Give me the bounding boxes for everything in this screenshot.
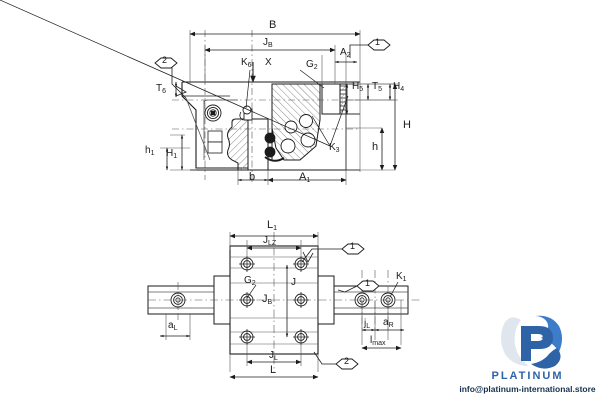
dim-label-K6: K6 (241, 57, 252, 70)
dim-label-G2: G2 (306, 59, 318, 72)
dim-label-h1: h1 (145, 145, 155, 158)
callout-2-plan: 2 (344, 356, 350, 366)
dim-label-H: H (403, 119, 411, 131)
dim-label-X: X (265, 57, 272, 68)
brand-name: PLATINUM (491, 370, 564, 382)
dim-label-H1: H1 (166, 148, 178, 161)
dim-label-JB: JB (263, 37, 273, 50)
plan-view-geometry (147, 232, 420, 380)
dim-label-L: L (270, 364, 277, 376)
dim-label-H4: H4 (393, 81, 405, 94)
dim-label-H5: H5 (352, 81, 364, 94)
brand-email: info@platinum-international.store (459, 384, 596, 394)
dim-label-aL: aL (168, 320, 178, 333)
dim-label-aR: aR (383, 317, 394, 330)
callout-1-plan-top: 1 (350, 241, 356, 251)
dim-label-JLZ: JLZ (263, 235, 277, 248)
dim-label-B: B (269, 19, 277, 31)
dim-label-lmax: lmax (370, 335, 386, 348)
dim-label-T5: T5 (372, 81, 383, 94)
dim-label-A2: A2 (340, 47, 351, 60)
dim-label-G2-plan: G2 (244, 275, 256, 288)
callout-2-section: 2 (162, 55, 168, 65)
platinum-watermark: PLATINUM info@platinum-international.sto… (455, 312, 600, 398)
dim-label-T6: T6 (156, 83, 167, 96)
dim-label-jL: jL (364, 318, 371, 331)
dim-label-J: J (291, 277, 296, 288)
dim-label-h: h (372, 141, 379, 153)
dim-label-A1: A1 (299, 171, 311, 185)
dim-label-L1: L1 (267, 219, 278, 233)
platinum-p-logo-icon (501, 315, 562, 369)
dim-label-K3: K3 (329, 142, 340, 155)
callout-1-section: 1 (375, 37, 381, 47)
dim-label-b: b (249, 171, 256, 183)
callout-1-plan-right: 1 (365, 278, 371, 288)
dim-label-JB-plan: JB (262, 293, 273, 307)
section-view-geometry (0, 0, 398, 185)
dim-label-K1: K1 (396, 271, 407, 284)
dim-label-JL: JL (269, 350, 278, 363)
